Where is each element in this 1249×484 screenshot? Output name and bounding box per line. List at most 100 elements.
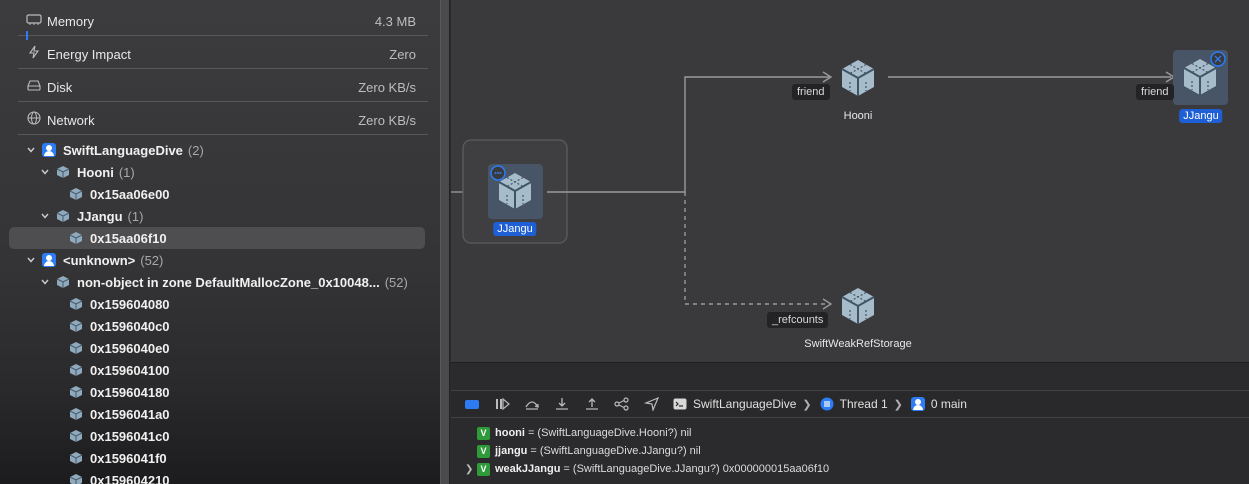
chevron-down-icon[interactable] xyxy=(40,277,50,287)
edge-label-friend: friend xyxy=(792,84,830,100)
canvas-footer xyxy=(451,362,1249,390)
split-view-divider[interactable] xyxy=(440,0,450,484)
tree-item-label: 0x1596041a0 xyxy=(90,406,170,422)
tree-item-instance[interactable]: 0x1596041f0 xyxy=(69,447,167,469)
tree-item-label: SwiftLanguageDive xyxy=(63,142,183,158)
globe-icon xyxy=(27,111,41,125)
tree-item-instance[interactable]: 0x1596040c0 xyxy=(69,315,170,337)
hooni-node-label[interactable]: Hooni xyxy=(843,110,873,122)
gauge-value: Zero KB/s xyxy=(358,113,416,128)
step-out-button[interactable] xyxy=(583,395,601,413)
cube-icon xyxy=(69,430,83,442)
cube-icon xyxy=(69,364,83,376)
tree-item-label: JJangu xyxy=(77,208,123,224)
cube-icon xyxy=(69,188,83,200)
chevron-right-icon[interactable]: ❯ xyxy=(465,463,474,475)
debug-bar: SwiftLanguageDive ❯ Thread 1 ❯ 0 main xyxy=(451,390,1249,418)
tree-item-label: 0x159604180 xyxy=(90,384,170,400)
tree-item-instance[interactable]: 0x1596040e0 xyxy=(69,337,170,359)
variable-kind-badge: V xyxy=(477,444,490,458)
source-node-label[interactable]: JJangu xyxy=(493,222,537,236)
breadcrumb-frame[interactable]: 0 main xyxy=(910,397,967,411)
memory-chip-icon xyxy=(26,14,42,25)
variable-value: = (SwiftLanguageDive.JJangu?) 0x00000001… xyxy=(563,463,830,475)
gauge-value: Zero KB/s xyxy=(358,80,416,95)
step-over-icon xyxy=(525,401,539,410)
variable-kind-badge: V xyxy=(477,462,490,476)
gauge-label: Network xyxy=(47,113,95,128)
target-node-label[interactable]: JJangu xyxy=(1179,109,1223,123)
disk-icon xyxy=(27,80,41,91)
variable-name: hooni xyxy=(495,427,525,439)
memory-graph-button[interactable] xyxy=(613,395,631,413)
gauge-value: Zero xyxy=(389,47,416,62)
hooni-node-cube-icon[interactable] xyxy=(841,59,875,97)
breadcrumb-thread[interactable]: Thread 1 xyxy=(820,397,888,411)
tree-item-label: 0x15aa06e00 xyxy=(90,186,170,202)
tree-item-count: (52) xyxy=(140,252,164,268)
memory-graph-canvas[interactable]: JJangu Hooni JJangu SwiftWeakRefStorage … xyxy=(451,0,1249,362)
tree-item-instance[interactable]: 0x159604210 xyxy=(69,469,170,484)
cube-icon xyxy=(69,408,83,420)
gauge-label: Energy Impact xyxy=(47,47,131,62)
location-arrow-icon xyxy=(644,397,660,411)
tree-item-instance[interactable]: 0x1596041c0 xyxy=(69,425,170,447)
simulate-location-button[interactable] xyxy=(643,395,661,413)
continue-button[interactable] xyxy=(493,395,511,413)
tree-item-instance[interactable]: 0x159604100 xyxy=(69,359,170,381)
tree-item-class-hooni[interactable]: Hooni (1) xyxy=(40,161,426,183)
variable-name: jjangu xyxy=(495,445,528,457)
tree-item-unknown[interactable]: <unknown> (52) xyxy=(26,249,426,271)
energy-gauge[interactable]: Energy Impact Zero xyxy=(18,36,428,69)
tree-item-label: 0x15aa06f10 xyxy=(90,230,167,246)
tree-item-label: 0x159604210 xyxy=(90,472,170,484)
tree-item-label: 0x159604080 xyxy=(90,296,170,312)
chevron-down-icon[interactable] xyxy=(26,255,36,265)
edge-friend-hooni xyxy=(547,76,829,193)
cube-icon xyxy=(69,298,83,310)
network-gauge[interactable]: Network Zero KB/s xyxy=(18,102,428,135)
variable-row[interactable]: V hooni = (SwiftLanguageDive.Hooni?) nil xyxy=(465,424,692,442)
variable-name: weakJJangu xyxy=(495,463,561,475)
tree-item-process[interactable]: SwiftLanguageDive (2) xyxy=(26,139,426,161)
tree-item-label: 0x1596040c0 xyxy=(90,318,170,334)
cube-icon xyxy=(56,276,70,288)
storage-node-cube-icon[interactable] xyxy=(841,287,875,325)
tree-item-instance[interactable]: 0x159604080 xyxy=(69,293,170,315)
step-over-button[interactable] xyxy=(523,395,541,413)
chevron-down-icon[interactable] xyxy=(40,167,50,177)
chevron-down-icon[interactable] xyxy=(40,211,50,221)
tree-item-instance[interactable]: 0x15aa06e00 xyxy=(69,183,426,205)
cube-icon xyxy=(56,166,70,178)
thread-icon xyxy=(820,397,834,411)
tree-item-zone[interactable]: non-object in zone DefaultMallocZone_0x1… xyxy=(40,271,426,293)
cube-icon xyxy=(69,452,83,464)
tree-item-instance-selected[interactable]: 0x15aa06f10 xyxy=(9,227,425,249)
tree-item-instance[interactable]: 0x1596041a0 xyxy=(69,403,170,425)
disk-gauge[interactable]: Disk Zero KB/s xyxy=(18,69,428,102)
chevron-down-icon[interactable] xyxy=(26,145,36,155)
tree-item-label: 0x1596040e0 xyxy=(90,340,170,356)
person-icon xyxy=(910,397,925,411)
chevron-right-icon: ❯ xyxy=(802,398,812,411)
breadcrumb-thread-label: Thread 1 xyxy=(839,397,888,411)
person-icon xyxy=(42,143,56,157)
toggle-console-button[interactable] xyxy=(463,395,481,413)
variable-row[interactable]: ❯ V weakJJangu = (SwiftLanguageDive.JJan… xyxy=(465,460,829,478)
tree-item-class-jjangu[interactable]: JJangu (1) xyxy=(40,205,426,227)
tree-item-label: <unknown> xyxy=(63,252,136,268)
cube-icon xyxy=(69,474,83,484)
storage-node-label[interactable]: SwiftWeakRefStorage xyxy=(804,338,912,350)
bolt-icon xyxy=(28,45,40,59)
variable-value: = (SwiftLanguageDive.Hooni?) nil xyxy=(527,427,692,439)
gauge-label: Memory xyxy=(47,14,94,29)
terminal-icon xyxy=(673,398,687,410)
variable-row[interactable]: V jjangu = (SwiftLanguageDive.JJangu?) n… xyxy=(465,442,701,460)
breadcrumb-target[interactable]: SwiftLanguageDive xyxy=(673,397,796,411)
memory-gauge[interactable]: Memory 4.3 MB xyxy=(18,3,428,40)
tree-item-label: non-object in zone DefaultMallocZone_0x1… xyxy=(77,274,380,290)
tree-item-instance[interactable]: 0x159604180 xyxy=(69,381,170,403)
debug-navigator: Memory 4.3 MB Energy Impact Zero Disk Ze… xyxy=(0,0,440,484)
continue-icon xyxy=(496,397,510,411)
step-into-button[interactable] xyxy=(553,395,571,413)
